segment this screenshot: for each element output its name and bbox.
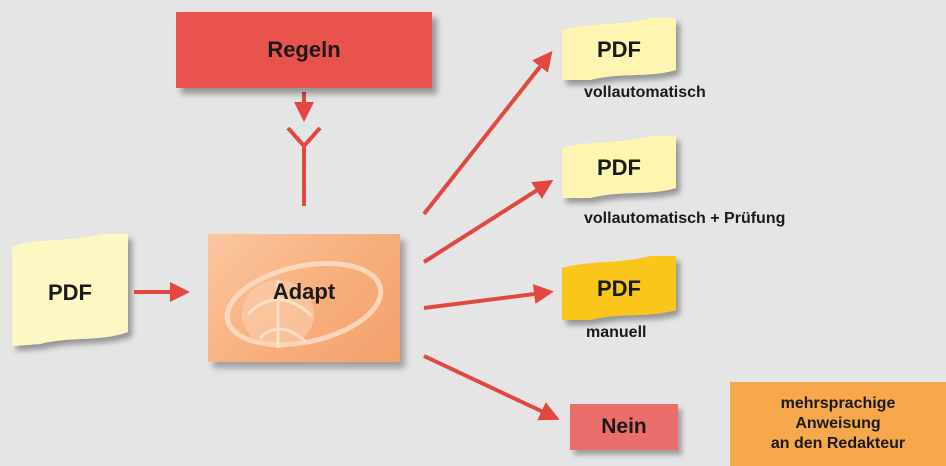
output-pdf-2-document-shape: [562, 136, 676, 198]
note-box: mehrsprachige Anweisung an den Redakteur: [730, 382, 946, 466]
rules-box: [176, 12, 432, 88]
note-box-text: mehrsprachige Anweisung an den Redakteur: [730, 382, 946, 466]
reject-box: [570, 404, 678, 450]
note-line-3: an den Redakteur: [770, 435, 906, 452]
adapt-to-reject-arrow: [423, 354, 560, 421]
adapt-to-output-2-arrow: [422, 179, 554, 264]
note-line-1: mehrsprachige: [780, 395, 896, 412]
reject-box-label: Nein: [601, 415, 647, 438]
adapt-to-output-1-arrow: [422, 50, 553, 216]
output-3-caption: manuell: [586, 324, 647, 341]
output-pdf-1-document-shape: [562, 18, 676, 80]
input-pdf-label: PDF: [48, 280, 92, 305]
input-pdf-document-shape: [12, 234, 128, 346]
output-pdf-3-label: PDF: [597, 276, 641, 301]
output-pdf-1-label: PDF: [597, 37, 641, 62]
output-1-caption: vollautomatisch: [584, 84, 706, 101]
rules-connector-fork: [286, 126, 322, 206]
globe-watermark-icon: [224, 260, 384, 348]
adapt-box-label: Adapt: [272, 279, 336, 304]
output-pdf-2-label: PDF: [597, 155, 641, 180]
note-line-2: Anweisung: [795, 415, 881, 432]
adapt-box: [208, 234, 400, 362]
adapt-to-output-3-arrow: [423, 284, 554, 310]
output-pdf-3-document-shape: [562, 256, 676, 320]
rules-box-label: Regeln: [267, 37, 341, 62]
output-2-caption: vollautomatisch + Prüfung: [584, 210, 786, 227]
